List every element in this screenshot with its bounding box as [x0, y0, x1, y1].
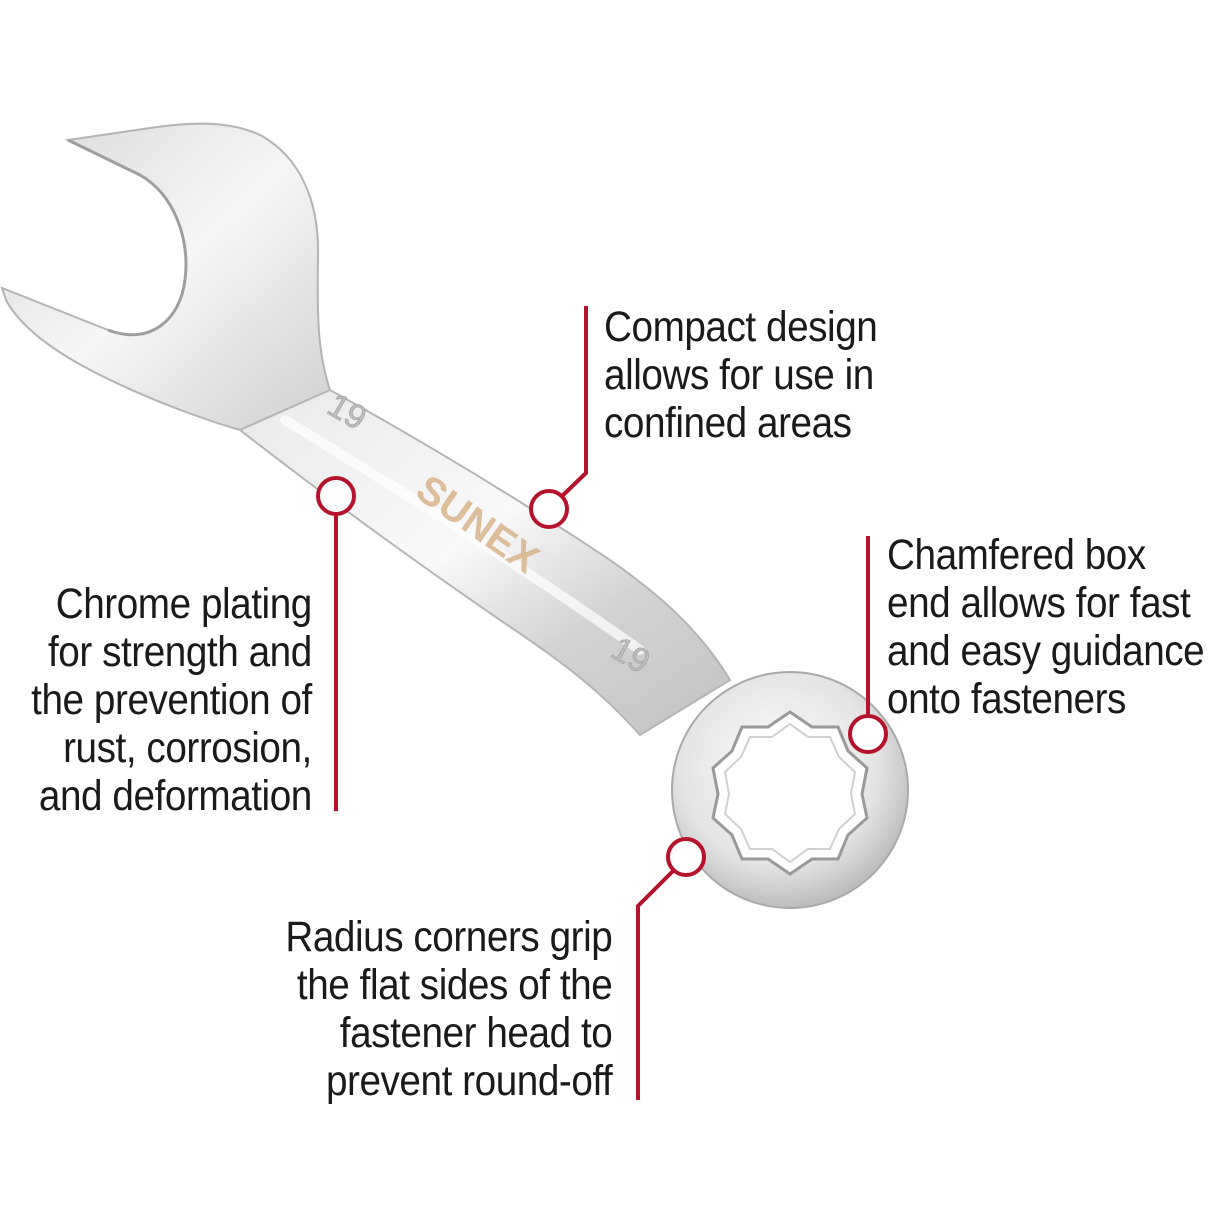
- callout-line: end allows for fast: [887, 579, 1191, 627]
- marker-radius: [666, 837, 706, 877]
- callout-chrome-plating: Chrome plating for strength and the prev…: [31, 580, 312, 820]
- wrench-handle: [238, 388, 732, 737]
- callout-line: onto fasteners: [887, 675, 1126, 723]
- callout-line: for strength and: [48, 628, 313, 676]
- callout-line: the flat sides of the: [296, 961, 613, 1009]
- callout-line: confined areas: [604, 399, 852, 447]
- callout-radius-corners: Radius corners grip the flat sides of th…: [285, 913, 612, 1105]
- wrench-open-end: [0, 122, 332, 432]
- callout-line: and deformation: [39, 772, 313, 820]
- leader-line-radius: [636, 868, 676, 1100]
- callout-chamfered-box-end: Chamfered box end allows for fast and ea…: [887, 531, 1205, 723]
- marker-compact: [529, 489, 569, 529]
- callout-line: Compact design: [604, 303, 878, 351]
- callout-compact-design: Compact design allows for use in confine…: [604, 303, 878, 447]
- callout-line: Chrome plating: [55, 580, 313, 628]
- callout-line: Chamfered box: [887, 531, 1146, 579]
- callout-line: rust, corrosion,: [63, 724, 312, 772]
- leader-line-compact: [558, 306, 588, 500]
- callout-line: Radius corners grip: [285, 913, 612, 961]
- callout-line: fastener head to: [339, 1009, 612, 1057]
- callout-line: and easy guidance: [887, 627, 1205, 675]
- callout-line: prevent round-off: [325, 1057, 613, 1105]
- wrench-12-point-opening: [711, 710, 869, 876]
- marker-chrome: [316, 476, 356, 516]
- callout-line: allows for use in: [604, 351, 874, 399]
- callout-line: the prevention of: [31, 676, 312, 724]
- marker-chamfered: [848, 714, 888, 754]
